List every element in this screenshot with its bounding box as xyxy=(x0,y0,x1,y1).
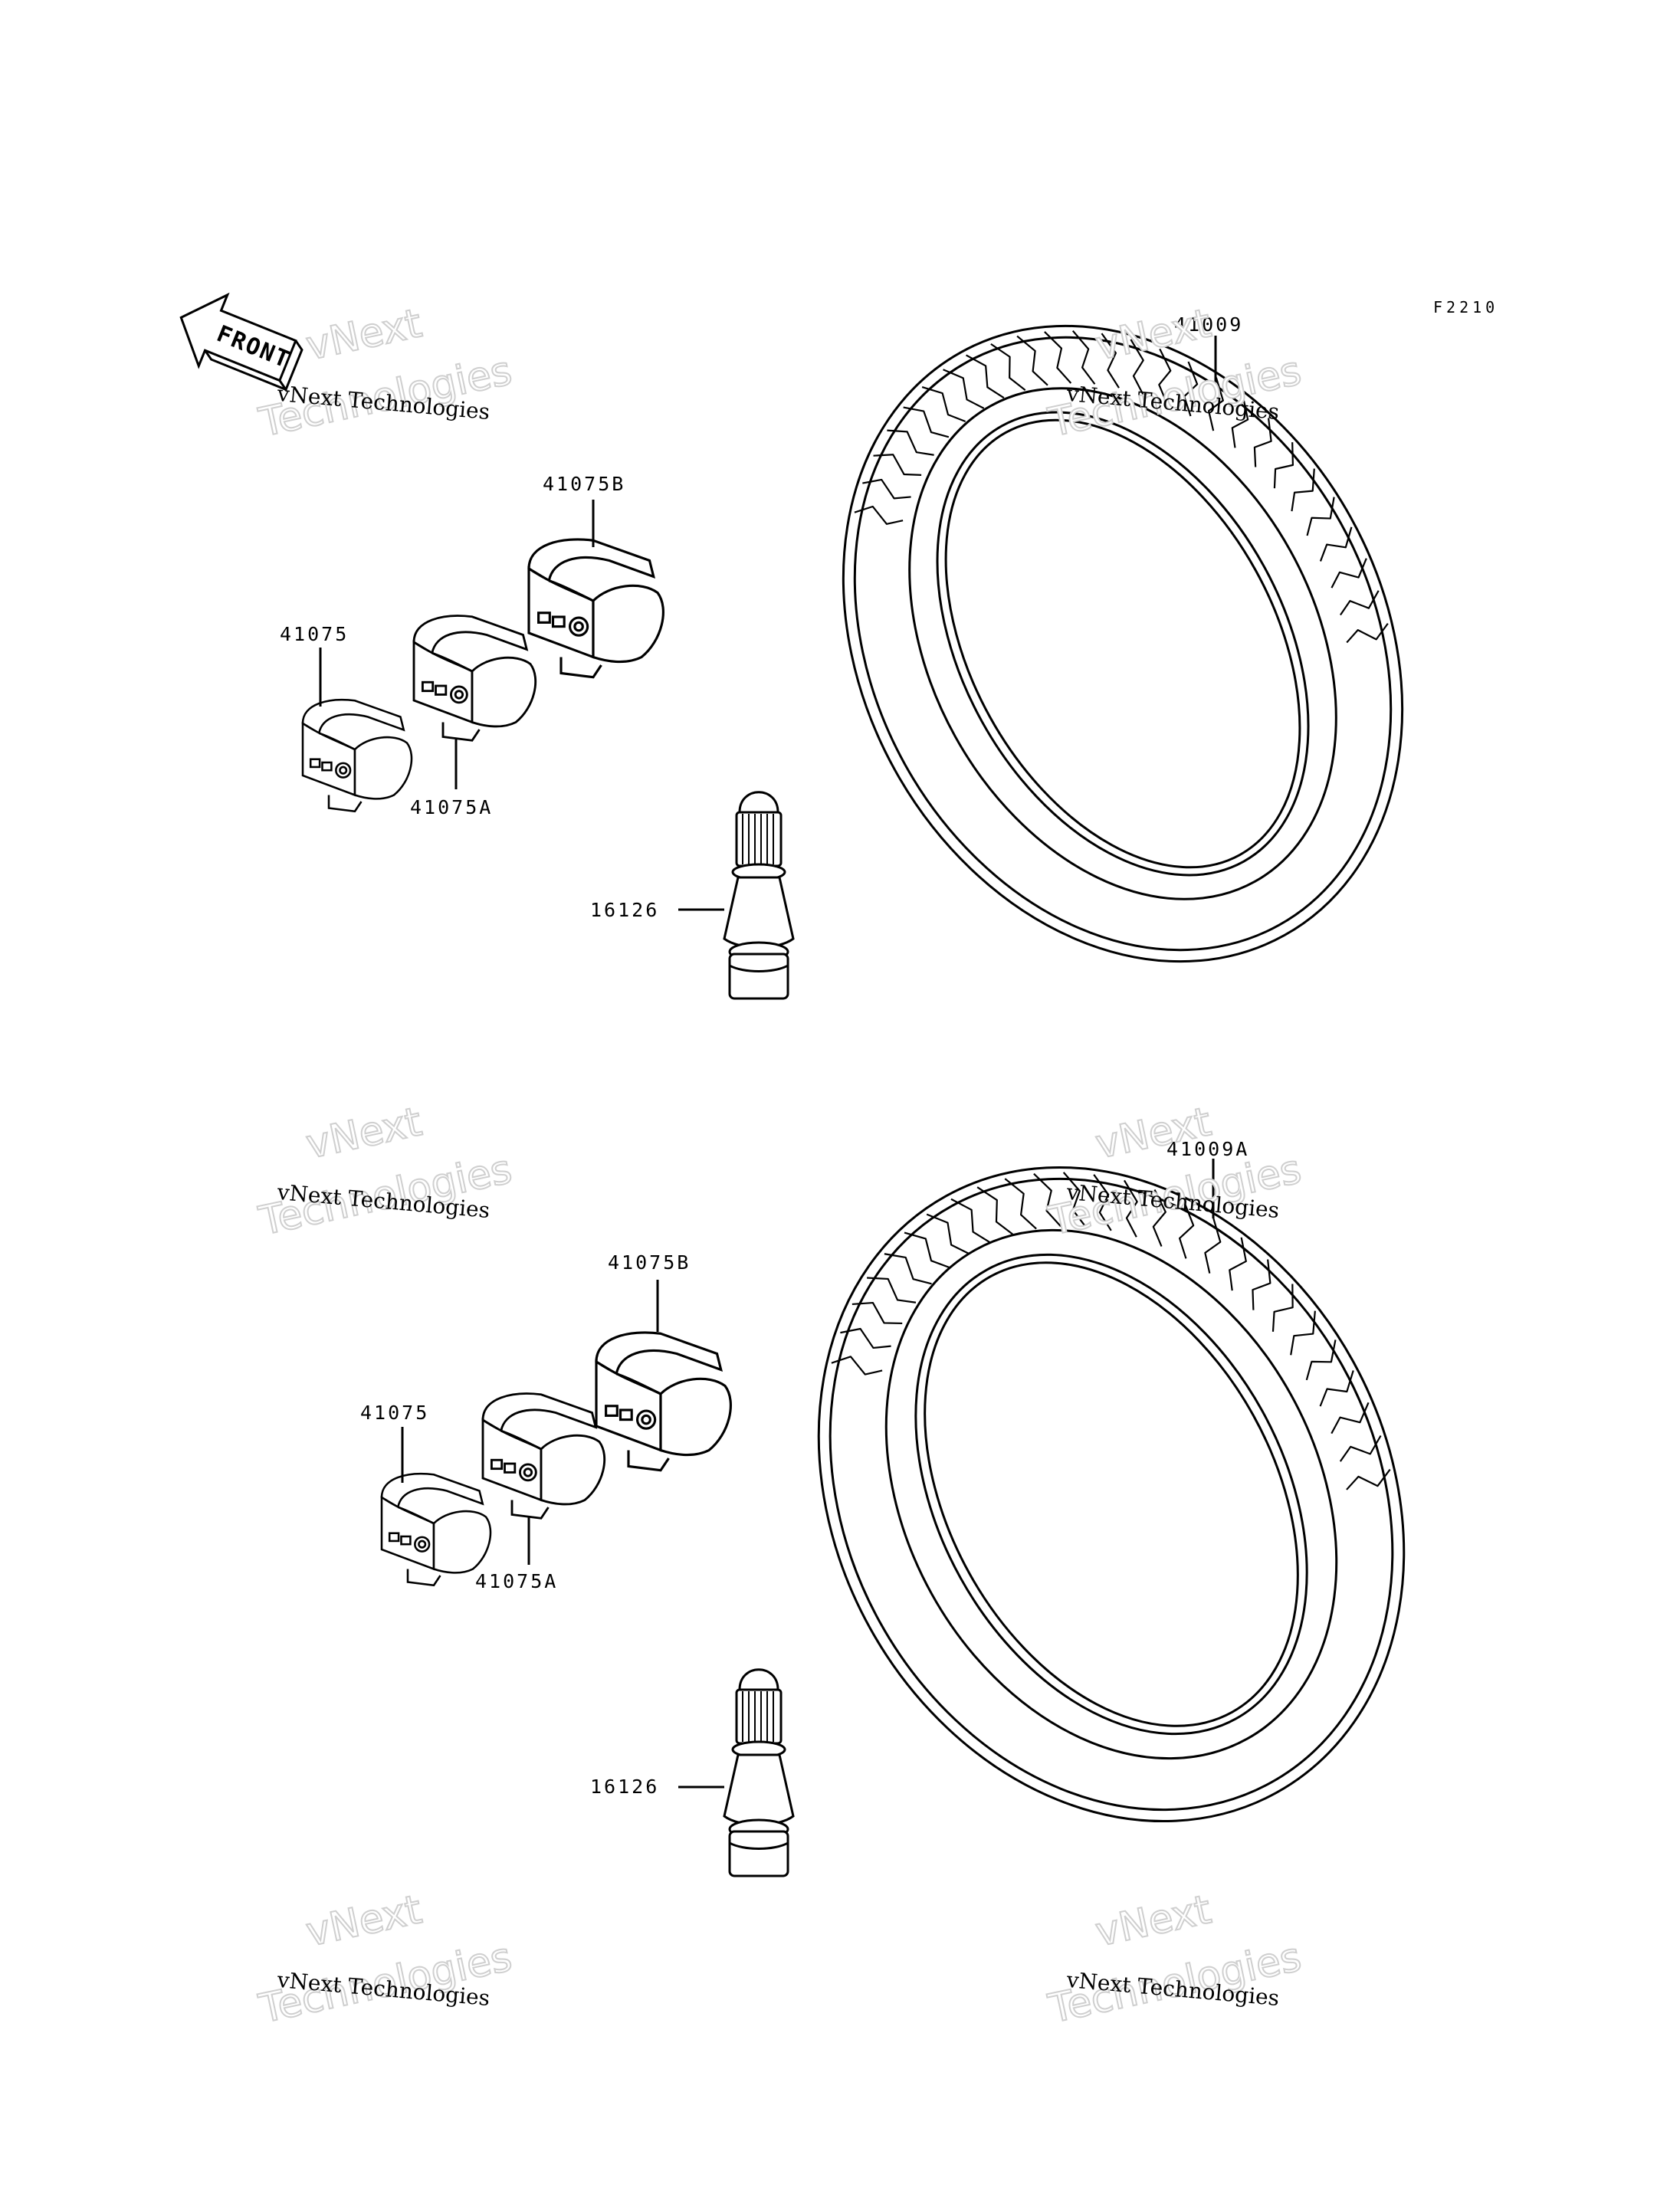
label-tire-upper: 41009 xyxy=(1174,313,1243,336)
tread-groove xyxy=(1123,1179,1138,1238)
tread-groove xyxy=(1130,339,1144,395)
tread-groove xyxy=(1252,1259,1271,1310)
label-valve-lower: 16126 xyxy=(590,1776,659,1798)
tread-groove xyxy=(840,1327,891,1349)
tread-groove xyxy=(1101,333,1120,389)
watermark-brand: vNext xyxy=(302,1099,425,1168)
watermark-brand: vNext xyxy=(302,1887,425,1956)
tread-groove xyxy=(867,1277,917,1303)
balance-weight-41075-lower xyxy=(380,1472,492,1587)
tread-groove xyxy=(1229,1237,1247,1291)
watermark-brand: vNext xyxy=(1091,300,1215,369)
tread-groove xyxy=(1208,377,1224,431)
tread-groove xyxy=(1204,1218,1222,1274)
tread-groove xyxy=(1178,1202,1195,1259)
tread-groove xyxy=(1253,418,1272,467)
tread-groove xyxy=(943,369,985,409)
tread-groove xyxy=(950,1198,991,1244)
balance-weight-41075-upper xyxy=(301,698,413,813)
tire-lower xyxy=(817,1166,1406,1823)
tread-groove xyxy=(1093,1174,1112,1231)
valve-stem-upper xyxy=(723,791,795,1000)
label-weight-a-lower: 41075A xyxy=(475,1570,558,1592)
label-weight-upper: 41075 xyxy=(280,623,349,645)
tread-groove xyxy=(1004,1178,1037,1230)
watermark-brand: vNext xyxy=(302,300,425,369)
tread-groove xyxy=(873,454,922,476)
tread-groove xyxy=(1273,442,1294,489)
tread-groove xyxy=(1346,1468,1391,1490)
tread-groove xyxy=(926,1213,970,1254)
tread-groove xyxy=(1044,331,1072,384)
tread-groove xyxy=(1152,1189,1166,1247)
tread-groove xyxy=(1183,361,1199,417)
tread-groove xyxy=(1071,330,1096,385)
figure-code: F2210 xyxy=(1433,298,1498,316)
watermark-brand: vNext xyxy=(1091,1887,1215,1956)
valve-stem-lower xyxy=(723,1668,795,1877)
tread-groove xyxy=(921,386,966,423)
tread-groove xyxy=(1290,1310,1316,1356)
tread-groove xyxy=(862,478,911,500)
balance-weight-41075b-lower xyxy=(595,1331,732,1472)
tread-groove xyxy=(1306,497,1335,536)
tread-groove xyxy=(1339,1435,1382,1462)
tread-groove xyxy=(887,429,934,456)
balance-weight-41075a-lower xyxy=(481,1392,606,1520)
tread-groove xyxy=(1271,1284,1294,1332)
tread-groove xyxy=(1319,526,1353,562)
tread-groove xyxy=(1016,335,1048,386)
tread-groove xyxy=(1305,1340,1337,1381)
label-weight-lower: 41075 xyxy=(360,1402,429,1424)
tread-groove xyxy=(1231,396,1249,448)
tread-groove xyxy=(904,1231,950,1269)
tread-groove xyxy=(1062,1172,1087,1228)
tread-groove xyxy=(1331,558,1367,589)
tread-groove xyxy=(1346,622,1389,644)
tread-groove xyxy=(1291,468,1315,512)
tread-groove xyxy=(854,505,904,525)
label-valve-upper: 16126 xyxy=(590,899,659,921)
tread-groove xyxy=(884,1253,932,1285)
tread-groove xyxy=(1158,348,1172,405)
label-weight-a-upper: 41075A xyxy=(410,796,493,818)
tread-groove xyxy=(903,406,950,438)
tread-groove xyxy=(851,1301,903,1325)
tread-groove xyxy=(976,1186,1013,1235)
tread-groove xyxy=(966,354,1005,399)
tread-groove xyxy=(990,343,1026,391)
tread-groove xyxy=(831,1356,883,1376)
balance-weight-41075a-upper xyxy=(412,615,537,742)
tread-groove xyxy=(1319,1370,1354,1407)
tread-groove xyxy=(1033,1172,1061,1228)
tread-groove xyxy=(1340,590,1380,616)
label-weight-b-lower: 41075B xyxy=(608,1251,691,1274)
label-tire-lower: 41009A xyxy=(1166,1138,1249,1160)
balance-weight-41075b-upper xyxy=(527,538,664,679)
tire-upper xyxy=(842,324,1404,963)
label-weight-b-upper: 41075B xyxy=(543,473,625,495)
tread-groove xyxy=(1331,1402,1370,1435)
